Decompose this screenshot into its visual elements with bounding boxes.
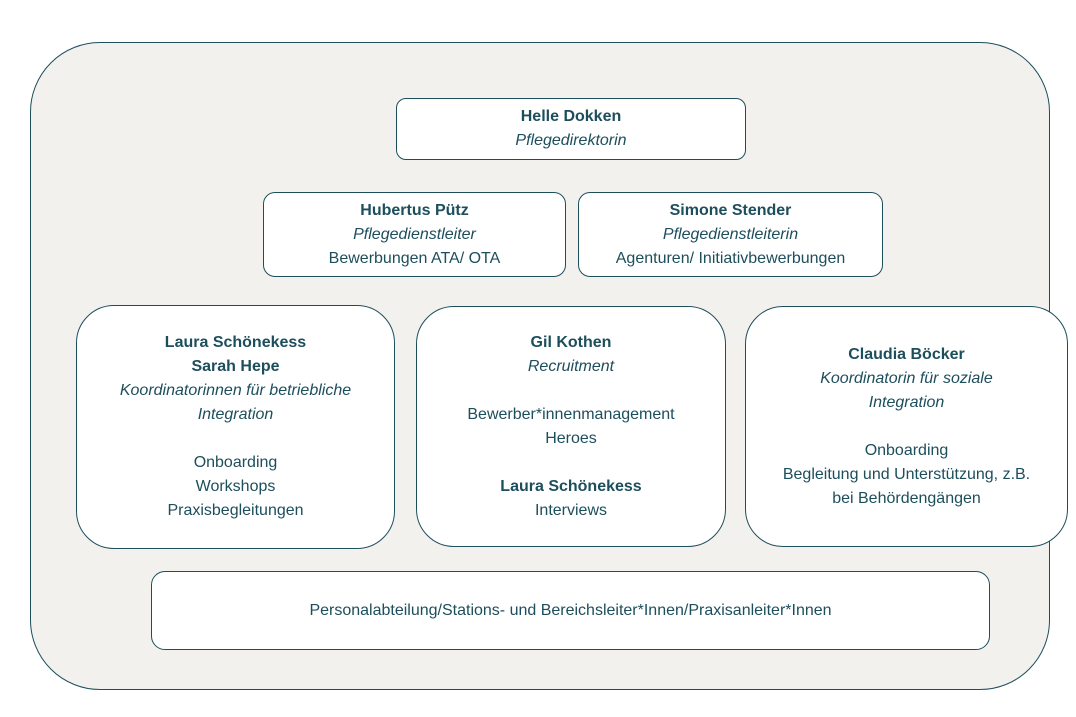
org-node-pflegedienstleiterin: Simone Stender Pflegedienstleiterin Agen… — [578, 192, 883, 277]
person-name: Hubertus Pütz — [360, 201, 469, 219]
org-node-pflegedienstleiter: Hubertus Pütz Pflegedienstleiter Bewerbu… — [263, 192, 566, 277]
bottom-label: Personalabteilung/Stations- und Bereichs… — [309, 601, 832, 619]
person-role: Koordinatorin für soziale Integration — [820, 369, 998, 411]
org-node-personalabteilung: Personalabteilung/Stations- und Bereichs… — [151, 571, 990, 650]
org-node-koordinatorinnen-betriebliche-integration: Laura Schönekess Sarah Hepe Koordinatori… — [76, 305, 395, 549]
person-role: Koordinatorinnen für betriebliche Integr… — [119, 382, 356, 423]
task-item: Onboarding — [864, 441, 949, 459]
person-name: Gil Kothen — [530, 333, 612, 351]
person-name: Sarah Hepe — [191, 358, 280, 375]
task-item: Workshops — [195, 478, 276, 495]
person-role: Recruitment — [527, 357, 615, 375]
person-name: Laura Schönekess — [500, 477, 642, 495]
org-chart-panel: Helle Dokken Pflegedirektorin Hubertus P… — [30, 42, 1068, 690]
person-role: Pflegedirektorin — [515, 132, 627, 149]
person-name: Simone Stender — [669, 201, 792, 219]
person-name: Laura Schönekess — [164, 334, 307, 351]
task-item: Bewerber*innenmanagement — [467, 405, 675, 423]
person-name: Claudia Böcker — [848, 345, 965, 363]
org-node-recruitment: Gil Kothen Recruitment Bewerber*innenman… — [416, 306, 726, 547]
org-node-koordinatorin-soziale-integration: Claudia Böcker Koordinatorin für soziale… — [745, 306, 1068, 547]
task-item: Begleitung und Unterstützung, z.B. bei B… — [782, 465, 1035, 507]
person-name: Helle Dokken — [520, 108, 622, 125]
person-detail: Agenturen/ Initiativbewerbungen — [615, 249, 846, 267]
task-item: Praxisbegleitungen — [167, 502, 304, 519]
task-item: Interviews — [534, 501, 608, 519]
person-detail: Bewerbungen ATA/ OTA — [328, 249, 501, 267]
person-role: Pflegedienstleiter — [353, 225, 476, 243]
task-item: Onboarding — [193, 454, 278, 471]
person-role: Pflegedienstleiterin — [662, 225, 799, 243]
org-node-pflegedirektorin: Helle Dokken Pflegedirektorin — [396, 98, 746, 160]
task-item: Heroes — [545, 429, 597, 447]
